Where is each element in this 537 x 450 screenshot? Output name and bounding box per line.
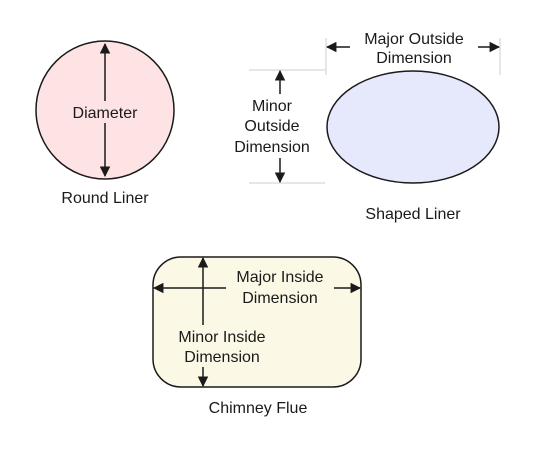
shaped-liner-caption: Shaped Liner xyxy=(365,206,461,223)
minor-inside-label-line1: Minor Inside xyxy=(178,329,265,346)
major-outside-label-bg xyxy=(350,27,478,69)
diameter-label: Diameter xyxy=(73,105,139,122)
minor-inside-label-line2: Dimension xyxy=(184,349,260,366)
minor-outside-label-line1: Minor xyxy=(252,98,293,115)
shaped-liner-ellipse xyxy=(326,70,500,184)
minor-outside-label-line3: Dimension xyxy=(234,139,310,156)
chimney-flue-caption: Chimney Flue xyxy=(209,400,308,417)
diameter-label-bg xyxy=(62,101,148,123)
minor-outside-label-line2: Outside xyxy=(244,118,299,135)
major-inside-label-bg xyxy=(226,266,334,308)
major-inside-label-line2: Dimension xyxy=(242,290,318,307)
shaped-liner: Major Outside Dimension Minor Outside Di… xyxy=(225,27,501,223)
major-inside-label-line1: Major Inside xyxy=(236,269,323,286)
round-liner-caption: Round Liner xyxy=(61,190,149,207)
chimney-flue: Major Inside Dimension Minor Inside Dime… xyxy=(152,256,362,417)
minor-inside-label-bg xyxy=(167,325,279,367)
major-outside-label-line2: Dimension xyxy=(376,50,452,67)
round-liner: Diameter Round Liner xyxy=(35,40,175,207)
major-outside-label-line1: Major Outside xyxy=(364,31,464,48)
minor-outside-label-bg xyxy=(225,94,323,158)
